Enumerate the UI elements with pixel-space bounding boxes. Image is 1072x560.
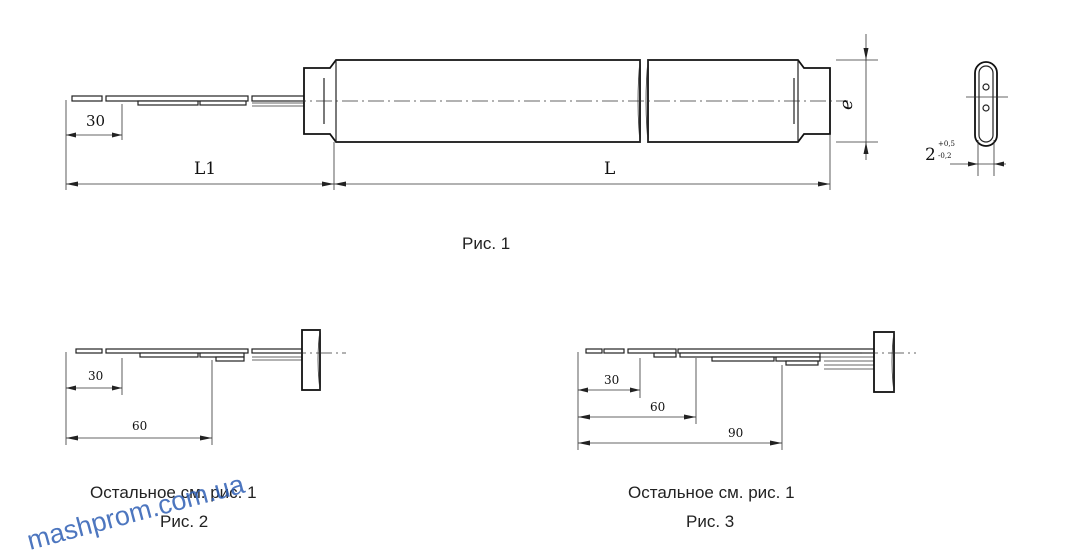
fig3-wire-strands xyxy=(585,348,875,370)
fig1-end-view: 2 +0,5 -0,2 xyxy=(925,61,1008,176)
fig3-dim-60: 60 xyxy=(578,358,697,424)
fig2-tube-end xyxy=(290,329,346,391)
fig3-note: Остальное см. рис. 1 xyxy=(628,483,795,502)
figure-3: 30 60 90 Остальное см. рис. 1 Рис. 3 xyxy=(577,331,916,531)
fig3-caption: Рис. 3 xyxy=(686,512,734,531)
watermark-text: mashprom.com.ua xyxy=(24,469,249,556)
fig3-dim-90-label: 90 xyxy=(728,426,743,440)
fig1-dim-L1-label: L1 xyxy=(194,159,216,179)
fig1-dim-2-label: 2 xyxy=(925,145,936,165)
fig1-wire-strands xyxy=(71,95,305,107)
fig3-tube-end xyxy=(862,331,916,393)
fig2-dim-30: 30 xyxy=(65,352,123,445)
fig1-dim-30: 30 xyxy=(65,100,123,190)
fig1-dim-L1: L1 xyxy=(66,142,335,190)
fig1-dim-L-label: L xyxy=(604,159,615,179)
fig2-wire-strands xyxy=(75,348,303,362)
figure-2: 30 60 Остальное см. рис. 1 Рис. 2 xyxy=(65,329,346,531)
fig1-dim-30-label: 30 xyxy=(86,112,105,130)
fig1-tube-body xyxy=(290,59,848,143)
fig1-dim-2-lower-tolerance: -0,2 xyxy=(938,152,952,160)
fig2-dim-30-label: 30 xyxy=(88,369,103,383)
fig2-note: Остальное см. рис. 1 xyxy=(90,483,257,502)
fig2-dim-60: 60 xyxy=(66,360,213,445)
fig3-dim-30: 30 xyxy=(577,352,641,450)
fig2-dim-60-label: 60 xyxy=(132,419,147,433)
figure-1: 30 L1 L e xyxy=(65,34,1008,253)
fig1-dim-e: e xyxy=(836,34,878,160)
fig1-dim-2-upper-tolerance: +0,5 xyxy=(938,140,955,148)
fig1-dim-L: L xyxy=(334,134,831,190)
fig1-dim-e-label: e xyxy=(836,99,857,110)
fig3-dim-90: 90 xyxy=(578,365,783,450)
fig3-dim-60-label: 60 xyxy=(650,400,665,414)
fig2-caption: Рис. 2 xyxy=(160,512,208,531)
fig3-dim-30-label: 30 xyxy=(604,373,619,387)
fig1-caption: Рис. 1 xyxy=(462,234,510,253)
